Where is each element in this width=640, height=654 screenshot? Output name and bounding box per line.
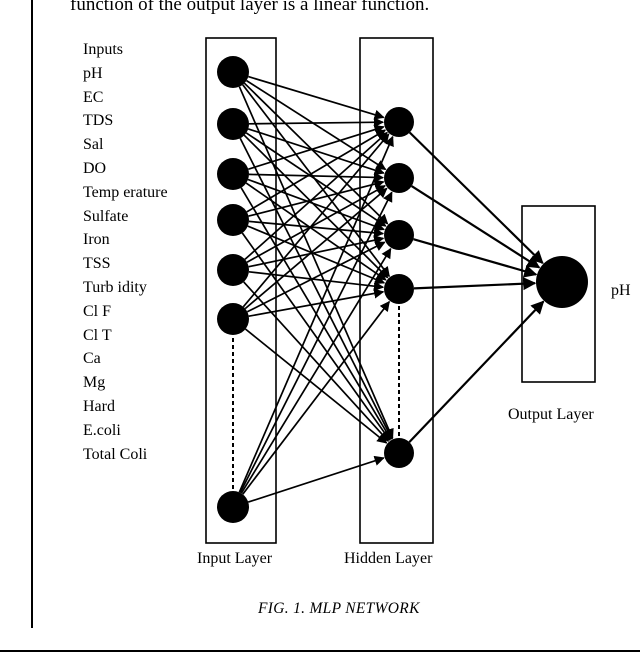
input-label: Hard <box>83 397 115 415</box>
input-layer-label: Input Layer <box>197 550 273 567</box>
input-node <box>217 303 249 335</box>
connection-arrow <box>246 129 387 213</box>
connection-arrow <box>245 132 387 227</box>
connection-arrow <box>247 178 385 232</box>
hidden-layer-box <box>359 37 434 544</box>
connection-arrow <box>239 137 393 440</box>
connection-arrow <box>243 134 389 279</box>
connection-arrow <box>248 117 385 128</box>
input-label: Total Coli <box>83 445 148 463</box>
connection-arrow <box>413 277 537 291</box>
input-label: Turb idity <box>83 278 147 296</box>
input-label: Sulfate <box>83 207 129 225</box>
input-label: Ca <box>83 350 101 368</box>
hidden-node <box>384 107 414 137</box>
connection-arrow <box>248 220 385 238</box>
connection-arrow <box>238 135 394 493</box>
input-node <box>217 204 249 236</box>
input-label: Cl F <box>83 302 112 320</box>
connection-arrow <box>242 300 390 495</box>
connection-arrow <box>408 300 545 443</box>
connection-arrow <box>408 131 544 265</box>
input-label: Temp erature <box>83 183 168 201</box>
connection-arrow <box>240 247 392 494</box>
connection-arrow <box>246 241 386 313</box>
input-label: EC <box>83 88 104 106</box>
connection-arrow <box>241 232 391 441</box>
input-node <box>217 254 249 286</box>
left-margin-rule <box>31 0 33 628</box>
connection-arrow <box>244 131 388 261</box>
output-layer-label: Output Layer <box>508 406 594 423</box>
connection-arrow <box>413 238 538 278</box>
output-layer-box <box>521 205 596 383</box>
input-label: Sal <box>83 136 104 154</box>
inputs-list: Inputs pH EC TDS Sal DO Temp erature Sul… <box>83 38 168 466</box>
connection-arrow <box>248 179 385 217</box>
connection-arrow <box>248 235 385 268</box>
input-label: TDS <box>83 112 114 130</box>
output-node-label: pH <box>611 282 631 299</box>
input-node <box>217 108 249 140</box>
connection-arrow <box>248 172 385 183</box>
hidden-node <box>384 163 414 193</box>
inputs-header: Inputs <box>83 41 123 58</box>
connection-arrow <box>244 187 388 310</box>
input-label: Iron <box>83 231 110 249</box>
input-node <box>217 158 249 190</box>
connection-arrow <box>247 455 385 503</box>
input-label: DO <box>83 159 107 177</box>
bottom-rule <box>0 650 640 652</box>
connection-arrow <box>246 79 387 171</box>
body-text-fragment: function of the output layer is a linear… <box>70 0 430 15</box>
input-label: pH <box>83 64 103 82</box>
connection-arrow <box>411 185 541 269</box>
input-label: E.coli <box>83 421 121 439</box>
input-label: Cl T <box>83 326 112 344</box>
connection-arrow <box>243 281 389 442</box>
input-label: Mg <box>83 374 106 392</box>
network-nodes <box>217 56 588 523</box>
connection-arrows <box>238 75 545 503</box>
connection-arrow <box>248 288 385 318</box>
input-layer-box <box>205 37 277 544</box>
hidden-node <box>384 438 414 468</box>
input-label: TSS <box>83 255 111 273</box>
hidden-node <box>384 274 414 304</box>
hidden-layer-label: Hidden Layer <box>344 550 433 567</box>
input-node <box>217 56 249 88</box>
hidden-node <box>384 220 414 250</box>
connection-arrow <box>246 185 386 263</box>
figure-caption: FIG. 1. MLP NETWORK <box>258 600 420 617</box>
input-node <box>217 491 249 523</box>
connection-arrow <box>239 191 393 494</box>
connection-arrow <box>248 124 385 171</box>
connection-arrow <box>247 128 385 176</box>
connection-arrow <box>248 75 385 120</box>
output-node <box>536 256 588 308</box>
connection-arrow <box>243 82 389 225</box>
connection-arrow <box>244 328 388 444</box>
connection-arrow <box>242 133 390 308</box>
